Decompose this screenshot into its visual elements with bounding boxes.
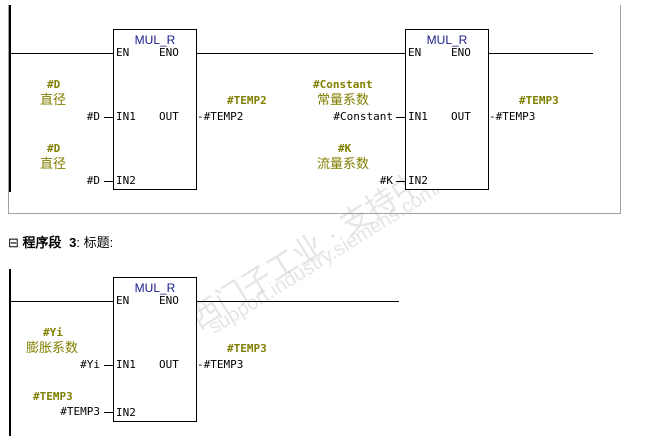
pin-eno: ENO bbox=[451, 46, 471, 59]
pin-wire bbox=[104, 365, 113, 366]
power-rail bbox=[9, 269, 11, 436]
out-symbol: #TEMP3 bbox=[227, 342, 267, 355]
pin-wire bbox=[396, 181, 405, 182]
in1-symbol: #Constant bbox=[313, 78, 373, 91]
network-label: 程序段 bbox=[22, 235, 62, 250]
pin-eno: ENO bbox=[159, 46, 179, 59]
in2-symbol: #D bbox=[47, 142, 61, 155]
mul-r-block[interactable]: MUL_R EN ENO IN1 OUT IN2 bbox=[405, 29, 489, 190]
in2-symbol: #TEMP3 bbox=[33, 390, 73, 403]
in2-comment: 流量系数 bbox=[317, 156, 370, 171]
network-number: 3 bbox=[69, 235, 77, 250]
pin-en: EN bbox=[116, 46, 130, 59]
in1-symbol: #D bbox=[47, 78, 61, 91]
pin-wire bbox=[396, 117, 405, 118]
mul-r-block[interactable]: MUL_R EN ENO IN1 OUT IN2 bbox=[113, 277, 197, 422]
pin-out: OUT bbox=[159, 358, 179, 371]
network-title[interactable]: : 标题: bbox=[76, 235, 114, 250]
network-3-header: ⊟ 程序段 3: 标题: bbox=[8, 232, 113, 251]
in1-comment: 直径 bbox=[40, 92, 67, 107]
pin-en: EN bbox=[116, 294, 130, 307]
out-symbol: #TEMP2 bbox=[227, 94, 267, 107]
pin-in2: IN2 bbox=[408, 174, 428, 187]
rung-line bbox=[488, 53, 593, 54]
in1-symbol: #Yi bbox=[43, 326, 63, 339]
block-title: MUL_R bbox=[134, 281, 176, 295]
in2-operand[interactable]: #TEMP3 bbox=[60, 405, 100, 418]
out-operand[interactable]: -#TEMP2 bbox=[197, 110, 244, 123]
power-rail bbox=[9, 5, 11, 192]
in1-comment: 常量系数 bbox=[317, 92, 370, 107]
in2-comment: 直径 bbox=[40, 156, 67, 171]
rung-line bbox=[196, 53, 406, 54]
in1-comment: 膨胀系数 bbox=[26, 340, 79, 355]
network-2-frame bbox=[8, 5, 621, 214]
pin-in1: IN1 bbox=[408, 110, 428, 123]
out-operand[interactable]: -#TEMP3 bbox=[489, 110, 536, 123]
in2-operand[interactable]: #K bbox=[379, 174, 393, 187]
block-title: MUL_R bbox=[426, 33, 468, 47]
out-operand[interactable]: -#TEMP3 bbox=[197, 358, 244, 371]
block-title: MUL_R bbox=[134, 33, 176, 47]
collapse-icon[interactable]: ⊟ bbox=[8, 235, 19, 250]
pin-in1: IN1 bbox=[116, 358, 136, 371]
pin-wire bbox=[104, 117, 113, 118]
pin-out: OUT bbox=[159, 110, 179, 123]
pin-in2: IN2 bbox=[116, 406, 136, 419]
rung-line bbox=[10, 53, 114, 54]
in1-operand[interactable]: #Constant bbox=[333, 110, 393, 123]
pin-wire bbox=[104, 181, 113, 182]
pin-in2: IN2 bbox=[116, 174, 136, 187]
out-symbol: #TEMP3 bbox=[519, 94, 559, 107]
in1-operand[interactable]: #D bbox=[86, 110, 100, 123]
pin-out: OUT bbox=[451, 110, 471, 123]
in2-symbol: #K bbox=[338, 142, 352, 155]
in2-operand[interactable]: #D bbox=[86, 174, 100, 187]
pin-eno: ENO bbox=[159, 294, 179, 307]
pin-wire bbox=[104, 412, 113, 413]
mul-r-block[interactable]: MUL_R EN ENO IN1 OUT IN2 bbox=[113, 29, 197, 190]
pin-en: EN bbox=[408, 46, 422, 59]
rung-line bbox=[10, 301, 114, 302]
rung-line bbox=[196, 301, 399, 302]
in1-operand[interactable]: #Yi bbox=[80, 358, 100, 371]
pin-in1: IN1 bbox=[116, 110, 136, 123]
